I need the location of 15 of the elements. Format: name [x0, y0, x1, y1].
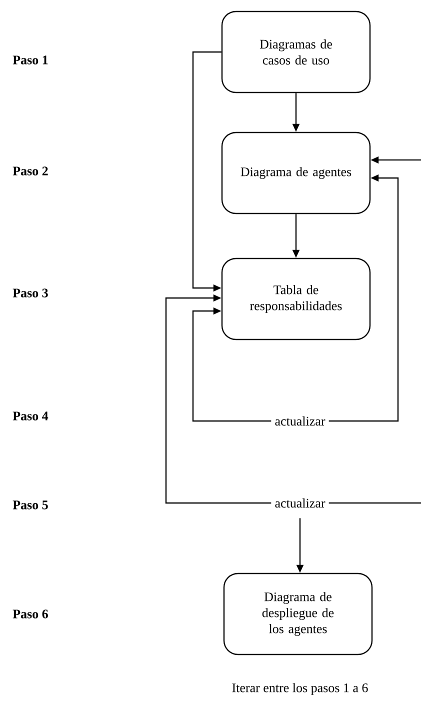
process-box: Diagrama de agentes: [221, 132, 371, 214]
step-number: Paso 5: [12, 500, 48, 510]
step-number: Paso 4: [12, 412, 48, 420]
arrow: [165, 294, 272, 504]
process-box: Diagramas de casos de uso: [221, 10, 371, 94]
step-number: Paso 6: [12, 610, 48, 618]
process-box: Tabla de responsabilidades: [221, 258, 371, 340]
step-label: actualizar: [275, 498, 326, 508]
step-number: Paso 3: [12, 288, 48, 298]
arrow: [192, 307, 272, 422]
step-number: Paso 1: [12, 56, 48, 64]
caption: Iterar entre los pasos 1 a 6: [232, 683, 368, 695]
step-number: Paso 2: [12, 166, 48, 176]
step-label: actualizar: [275, 416, 326, 426]
process-box: Diagrama de despliegue de los agentes: [223, 572, 373, 656]
